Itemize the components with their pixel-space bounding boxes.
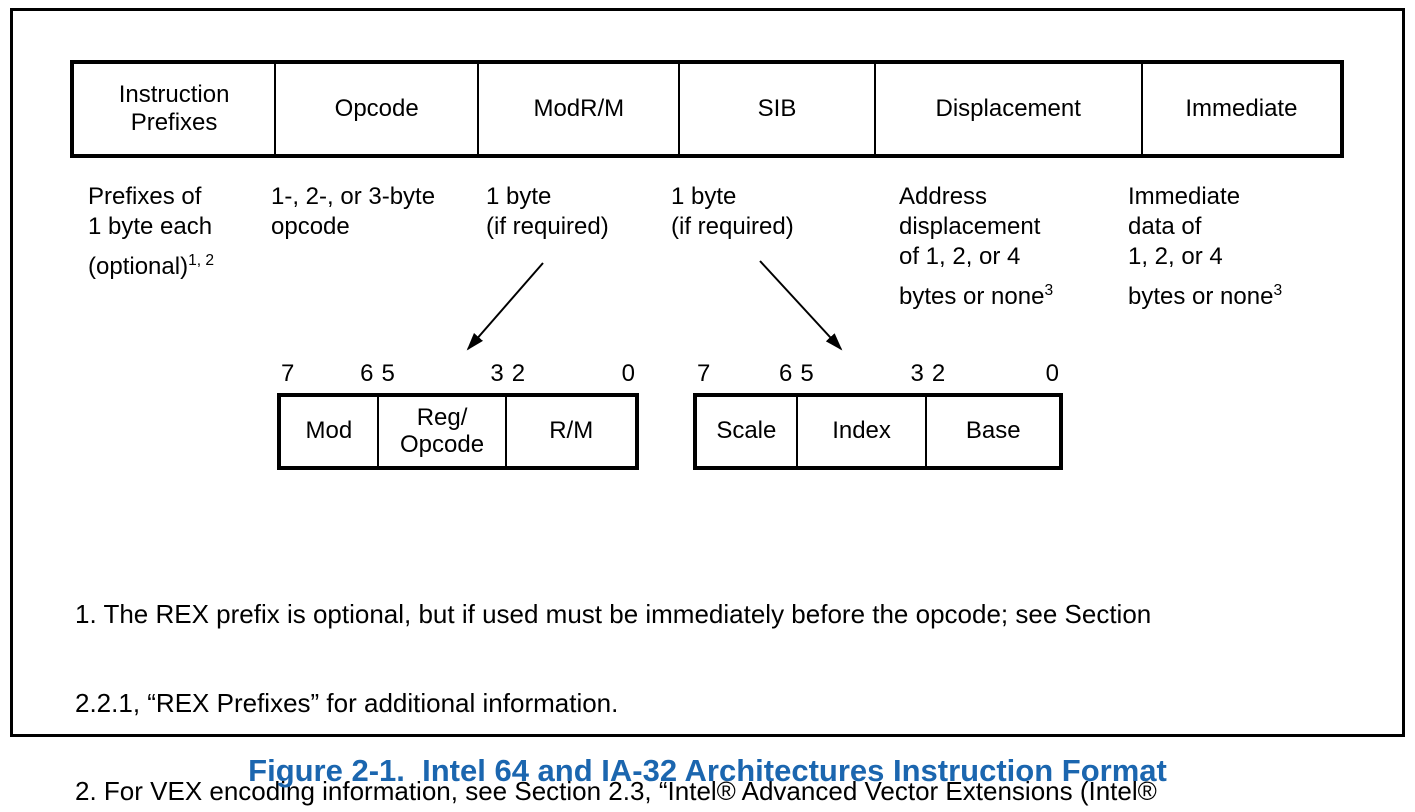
cell-modrm: ModR/M [477,64,678,154]
cell-immediate: Immediate [1140,64,1340,154]
sib-base-field: Base [925,397,1059,466]
desc-line: of 1, 2, or 4 [899,243,1021,270]
desc-line: 1 byte each [88,213,213,240]
desc-line: 1 byte [671,183,737,210]
sib-scale-field: Scale [716,417,777,445]
bit-label: 3 [910,360,924,387]
desc-line: bytes or none3 [1128,282,1283,310]
desc-line: (optional)1, 2 [88,252,215,280]
bit-label: 3 [490,360,504,387]
modrm-rm-field: R/M [505,397,635,466]
bit-label: 7 [281,360,295,387]
bit-label: 5 [381,360,395,387]
modrm-mod-field: Mod [305,417,353,445]
bit-label: 2 [931,360,946,387]
bit-label: 0 [1045,360,1059,387]
desc-sib: 1 byte (if required) [671,182,794,242]
figure-caption: Figure 2-1. Intel 64 and IA-32 Architect… [248,753,1167,788]
desc-line: bytes or none3 [899,282,1054,310]
cell-displacement: Displacement [873,64,1141,154]
modrm-reg-opcode-field: Reg/ Opcode [376,397,506,466]
desc-line: (if required) [486,213,609,240]
cell-sib: SIB [678,64,873,154]
footnote-ref: 1, 2 [188,252,215,269]
desc-line: 1, 2, or 4 [1128,243,1223,270]
bit-label: 2 [511,360,526,387]
desc-instruction-prefixes: Prefixes of 1 byte each (optional)1, 2 [88,182,214,282]
desc-opcode: 1-, 2-, or 3-byte opcode [271,182,435,242]
modrm-bit-box: Mod Reg/ Opcode R/M [277,393,639,470]
bit-label: 0 [621,360,635,387]
footnote-line: 2. For VEX encoding information, see Sec… [75,776,1157,806]
desc-line: 1-, 2-, or 3-byte [271,183,436,210]
bit-label: 6 [779,360,793,387]
cell-instruction-prefixes: Instruction Prefixes [118,81,230,136]
footnote-line: 2.2.1, “REX Prefixes” for additional inf… [75,687,619,718]
desc-modrm: 1 byte (if required) [486,182,609,242]
desc-line: Address [899,183,988,210]
sib-bit-labels: 7 6 5 3 2 0 [693,360,1063,390]
footnote-line: 1. The REX prefix is optional, but if us… [75,599,1152,629]
sib-bit-box: Scale Index Base [693,393,1063,470]
desc-immediate: Immediate data of 1, 2, or 4 bytes or no… [1128,182,1282,312]
bit-label: 5 [800,360,814,387]
footnotes: 1. The REX prefix is optional, but if us… [75,541,1157,812]
desc-line: 1 byte [486,183,552,210]
footnote-ref: 3 [1044,282,1054,299]
desc-line: (if required) [671,213,794,240]
footnote-ref: 3 [1273,282,1283,299]
desc-displacement: Address displacement of 1, 2, or 4 bytes… [899,182,1053,312]
bit-label: 6 [360,360,374,387]
desc-line: Prefixes of [88,183,202,210]
modrm-bit-labels: 7 6 5 3 2 0 [277,360,639,390]
instruction-format-row: Instruction Prefixes Opcode ModR/M SIB D… [70,60,1344,158]
cell-opcode: Opcode [274,64,477,154]
modrm-bit-diagram: 7 6 5 3 2 0 Mod Reg/ Opcode R/M [277,360,639,470]
desc-line: opcode [271,213,350,240]
bit-label: 7 [697,360,711,387]
desc-line: data of [1128,213,1202,240]
desc-line: displacement [899,213,1041,240]
desc-line: Immediate [1128,183,1241,210]
sib-index-field: Index [795,397,926,466]
sib-bit-diagram: 7 6 5 3 2 0 Scale Index Base [693,360,1063,470]
